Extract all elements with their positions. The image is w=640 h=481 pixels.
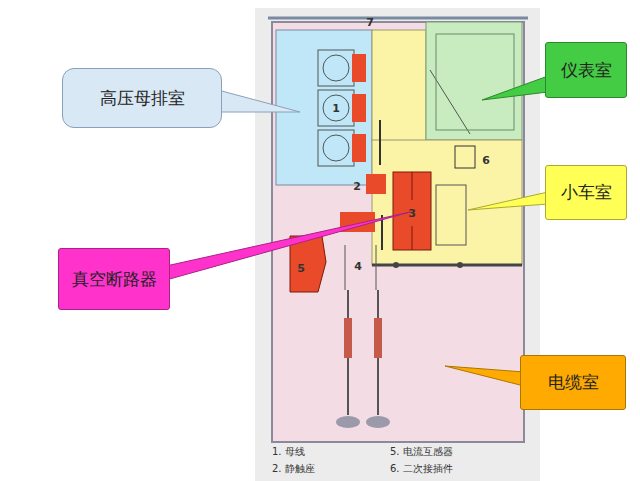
busbar-frame	[318, 50, 354, 86]
parts-list-item: 1. 母线	[272, 445, 305, 459]
wheel	[457, 262, 463, 268]
fixed-contact	[366, 174, 386, 194]
busbar-clamp	[352, 134, 366, 162]
instrument-room	[426, 22, 522, 140]
instrument-panel	[436, 34, 514, 130]
callout-text: 仪表室	[561, 60, 612, 80]
cable-base	[336, 416, 360, 428]
busbar-frame	[318, 130, 354, 166]
cabinet-housing	[272, 22, 524, 442]
shutter	[379, 120, 381, 165]
callout-tail	[166, 212, 410, 280]
parts-list-item: 5. 电流互感器	[390, 445, 453, 459]
wheel	[393, 262, 399, 268]
callout-number: 3	[408, 207, 416, 220]
callout-box: 电缆室	[520, 355, 626, 410]
breaker-pole	[412, 172, 413, 200]
earth-switch	[345, 245, 346, 290]
callout-number: 2	[353, 180, 361, 193]
busbar	[323, 55, 349, 81]
busbar-clamp	[352, 54, 366, 82]
callout-number: 7	[366, 16, 374, 29]
busbar	[323, 95, 349, 121]
callout-box: 小车室	[545, 165, 627, 220]
cable-head	[344, 318, 352, 358]
busbar-frame	[318, 90, 354, 126]
callout-number: 1	[332, 102, 340, 115]
callout-tail	[218, 90, 300, 112]
callout-tail	[468, 192, 548, 210]
vacuum-breaker	[393, 172, 431, 250]
callout-tail	[445, 366, 524, 386]
callout-number: 5	[297, 262, 305, 275]
parts-list-item: 2. 静触座	[272, 462, 315, 476]
callout-text: 高压母排室	[100, 88, 185, 108]
top-rail	[268, 17, 528, 20]
cable-head	[374, 318, 382, 358]
callout-box: 高压母排室	[62, 68, 222, 128]
callout-number: 4	[354, 260, 362, 273]
cable-base	[366, 416, 390, 428]
busbar-clamp	[352, 94, 366, 122]
secondary-plug	[455, 146, 475, 168]
breaker-pole	[412, 226, 413, 250]
busbar	[323, 135, 349, 161]
busbar-room	[276, 30, 372, 185]
callout-box: 真空断路器	[58, 248, 170, 310]
mechanism	[436, 185, 466, 245]
callout-number: 6	[482, 154, 490, 167]
callout-tail	[482, 76, 548, 100]
callout-text: 小车室	[561, 182, 612, 202]
callout-text: 真空断路器	[72, 269, 157, 289]
parts-list-item: 6. 二次接插件	[390, 462, 453, 476]
callout-box: 仪表室	[545, 42, 627, 98]
photo-ground	[255, 8, 540, 481]
callout-text: 电缆室	[548, 372, 599, 392]
earth-switch	[376, 245, 377, 290]
